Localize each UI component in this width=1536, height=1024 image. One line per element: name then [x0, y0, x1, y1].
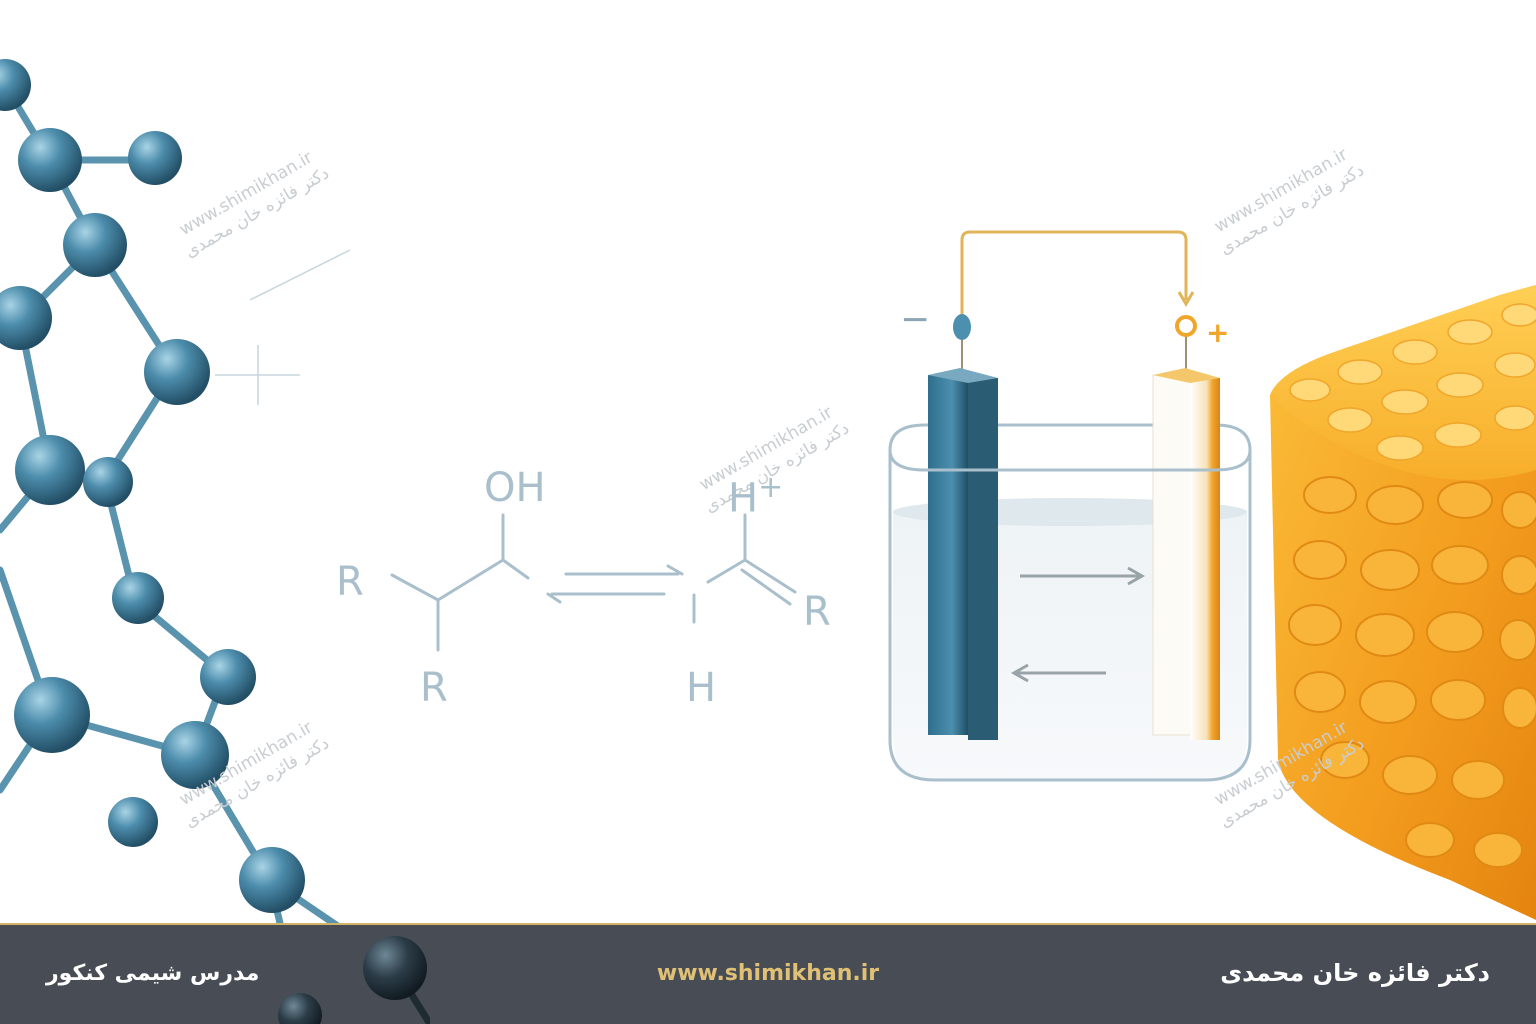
label-r-bottom: R [420, 665, 448, 711]
label-h: H [728, 475, 759, 522]
label-h-plus: H+ [728, 468, 783, 518]
sponge-block [1270, 285, 1536, 920]
footer-atoms-overlay [278, 936, 430, 1024]
footer-tagline: مدرس شیمی کنکور [46, 961, 260, 986]
label-r-left: R [336, 559, 364, 605]
footer-website-link[interactable]: www.shimikhan.ir [656, 961, 880, 986]
electrochemical-cell [888, 230, 1252, 782]
label-plus-sign: + [758, 470, 784, 505]
label-oh: OH [484, 465, 546, 511]
label-h-bottom: H [686, 665, 717, 711]
reaction-skeleton [390, 513, 797, 652]
negative-terminal-sign: − [900, 299, 931, 340]
label-r-right: R [803, 589, 831, 635]
molecule-atoms [0, 59, 305, 913]
footer-bar: مدرس شیمی کنکور www.shimikhan.ir دکتر فا… [0, 923, 1536, 1024]
footer-author-name: دکتر فائزه خان محمدی [1220, 959, 1490, 987]
positive-terminal-sign: + [1206, 316, 1230, 349]
sparkles [215, 249, 351, 405]
